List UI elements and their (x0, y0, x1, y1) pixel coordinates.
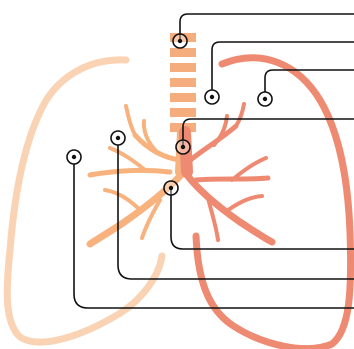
marker-carina (164, 181, 178, 195)
right-bronchus-upper-tip (236, 104, 244, 126)
left-bronchus-mid-branch (110, 148, 145, 170)
marker-left-lung (67, 150, 81, 164)
left-lung-outline (7, 60, 162, 342)
marker-trachea-top (173, 34, 187, 48)
left-bronchus-upper (135, 135, 180, 160)
marker-right-lung-upper (205, 90, 219, 104)
leader-trachea-top (180, 14, 354, 41)
left-bronchus-mid (90, 171, 170, 176)
marker-left-bronchus (111, 131, 125, 145)
left-bronchial-tree (90, 106, 183, 244)
left-bronchus-upper-tip (126, 106, 135, 135)
marker-trachea-bottom (176, 140, 190, 154)
trachea-ring (170, 93, 196, 102)
right-bronchus-lower (228, 196, 262, 210)
marker-right-lung-middle (258, 92, 272, 106)
trachea-ring (170, 78, 196, 87)
trachea-ring (170, 63, 196, 72)
trachea-ring (170, 108, 196, 117)
right-bronchial-tree (185, 104, 272, 242)
trachea-ring (170, 48, 196, 57)
left-bronchus-lower (105, 190, 140, 210)
